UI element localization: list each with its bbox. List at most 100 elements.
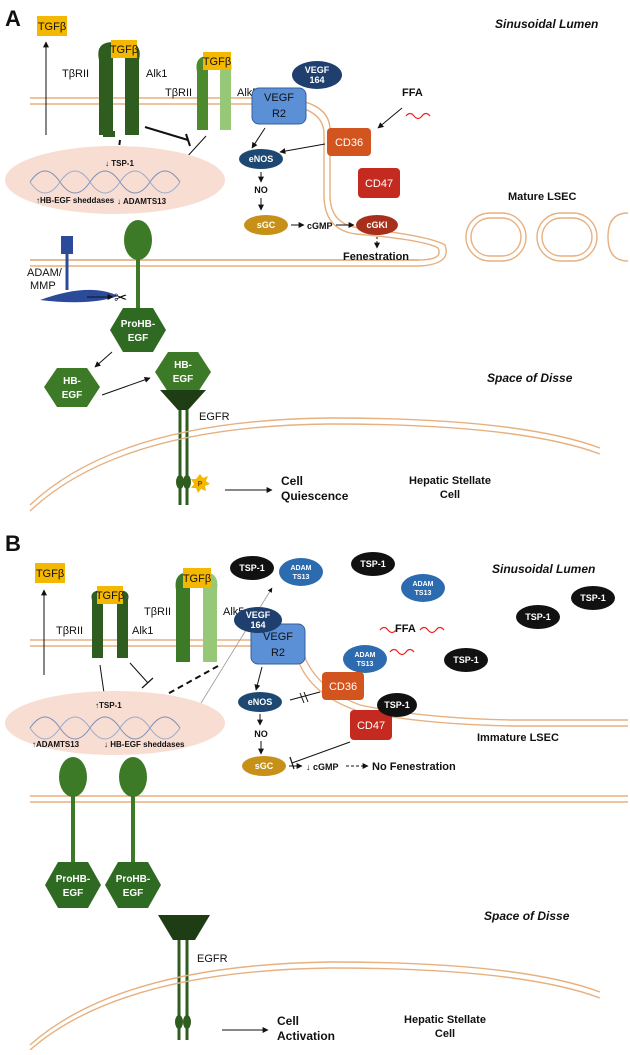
vegfr2-a <box>251 87 307 125</box>
shedding-arrow <box>94 351 113 368</box>
egfr-b-label: EGFR <box>197 953 228 965</box>
cd36-b-block-bar-2 <box>303 691 309 703</box>
tsp1-b-3-label: TSP-1 <box>580 593 606 603</box>
outcome-b-line1: Cell <box>277 1014 299 1028</box>
hsc-b-line2: Cell <box>435 1028 455 1040</box>
tsp1-b-4: TSP-1 <box>516 605 560 629</box>
panel-a-letter: A <box>5 6 21 31</box>
tbrii-2-b-receptor <box>175 572 190 662</box>
ffa-b-squiggle-1 <box>379 626 397 634</box>
vegf164-b-line2: 164 <box>250 620 265 630</box>
prohbegf-a-line1: ProHB- <box>121 319 155 330</box>
dna-strand-2 <box>29 170 181 194</box>
ffa-b-squiggle-2 <box>419 626 445 634</box>
adamts13-b-1-line1: ADAM <box>291 565 312 572</box>
adamts13-down-a: ↓ ADAMTS13 <box>117 197 167 206</box>
phospho-label: P <box>198 481 203 488</box>
cgki-a <box>356 215 398 235</box>
cd47-inhibit <box>291 741 351 764</box>
hbegf-sheddases-down-b: ↓ HB-EGF sheddases <box>104 740 185 749</box>
tsp1-up-b: ↑TSP-1 <box>95 701 122 710</box>
cgki-a-label: cGKI <box>366 220 387 230</box>
cd47-b-label: CD47 <box>357 720 385 732</box>
fenestra-ring-3 <box>607 212 629 262</box>
sgc-a-label: sGC <box>257 220 276 230</box>
tgfb-bound-b1-label: TGFβ <box>96 590 124 602</box>
tsp1-b-2: TSP-1 <box>351 552 395 576</box>
adamts13-b-3: ADAMTS13 <box>343 645 387 673</box>
cd47-a-label: CD47 <box>365 178 393 190</box>
sinusoidal-lumen-b-label: Sinusoidal Lumen <box>492 562 595 576</box>
adamts13-b-2: ADAM TS13 <box>401 574 445 602</box>
alk1-receptor <box>125 42 140 135</box>
ffa-to-cd36-arrow <box>377 107 403 129</box>
nucleus-a <box>5 146 225 214</box>
vegf164-b <box>234 607 282 633</box>
prohbegf-b2-head <box>119 757 147 797</box>
cd47-a <box>358 168 400 198</box>
fenestra-ring-1-inner <box>470 217 522 257</box>
tsp1-b-5: TSP-1 <box>444 648 488 672</box>
no-a-label: NO <box>254 185 268 195</box>
nucleus-b <box>5 691 225 755</box>
immature-lsec-label: Immature LSEC <box>477 732 559 744</box>
ffa-b-label: FFA <box>395 623 416 635</box>
hbegf-bound-line2: EGF <box>173 374 194 385</box>
adamts13-b-2-line1: ADAM <box>413 581 434 588</box>
ffa-b-squiggle-3 <box>389 648 415 656</box>
tgfb-free <box>37 16 67 36</box>
tgfb-bound-2 <box>203 52 231 70</box>
hsc-membrane-a-inner <box>29 423 601 512</box>
no-fenestration-label: No Fenestration <box>372 761 456 773</box>
tgfb-bound-2-label: TGFβ <box>203 56 231 68</box>
alk1-b-inhibit <box>129 662 149 684</box>
sgc-b-label: sGC <box>255 761 274 771</box>
tbrii-2-receptor <box>196 56 208 130</box>
vegfr2-b-line2: R2 <box>271 647 285 659</box>
cd36-a-label: CD36 <box>335 137 363 149</box>
egfr-a-head <box>160 390 206 410</box>
cd47-inhibit-bar <box>289 756 295 770</box>
enos-b <box>238 692 282 712</box>
lsec-membrane-inner <box>30 103 440 261</box>
vegf164-a-line1: VEGF <box>305 65 330 75</box>
cd36-to-enos-arrow <box>279 143 326 155</box>
hsc-membrane-a-outer <box>29 417 601 506</box>
outcome-a-line2: Quiescence <box>281 489 349 503</box>
cd36-b-block-bar-1 <box>299 692 305 704</box>
alk5-b-receptor <box>203 572 218 662</box>
tsp1-b-6-label: TSP-1 <box>384 700 410 710</box>
tbrii-1-label: TβRII <box>62 68 89 80</box>
alk1-label: Alk1 <box>146 68 167 80</box>
sgc-b <box>242 756 286 776</box>
space-of-disse-b: Space of Disse <box>484 909 570 923</box>
tbrii-2-label: TβRII <box>165 87 192 99</box>
adamts13-b-2-line2: TS13 <box>415 590 432 597</box>
tgfb-bound-b1 <box>97 586 123 604</box>
tsp1-b-2-label: TSP-1 <box>360 559 386 569</box>
enos-b-label: eNOS <box>248 697 273 707</box>
sinusoidal-lumen-label: Sinusoidal Lumen <box>495 17 598 31</box>
prohbegf-b1-line1: ProHB- <box>56 874 90 885</box>
prohbegf-a-line2: EGF <box>128 333 149 344</box>
cgmp-down-b: ↓ cGMP <box>306 762 339 772</box>
hsc-membrane-b-outer <box>29 961 601 1046</box>
vegfr2-to-enos-arrow <box>251 127 266 149</box>
tsp1-b-1: TSP-1 <box>230 556 274 580</box>
dna-b-strand-1 <box>29 716 181 740</box>
vegfr2-b-line1: VEGF <box>263 631 293 643</box>
prohbegf-b1-head <box>59 757 87 797</box>
alk1-inhibition-bar <box>185 133 191 147</box>
tgfb-free-b <box>35 563 65 583</box>
enos-a-label: eNOS <box>249 154 274 164</box>
outcome-a-line1: Cell <box>281 474 303 488</box>
fenestration-label: Fenestration <box>343 251 409 263</box>
tbrii-1-receptor <box>98 42 113 135</box>
hbegf-sheddases-up-a: ↑HB-EGF sheddases <box>36 196 115 205</box>
egfr-b-head <box>158 915 210 940</box>
vegf164-a <box>292 61 342 89</box>
egfr-a-domain-1 <box>176 475 184 489</box>
prohbegf-a-head <box>124 220 152 260</box>
adam-mmp-line2: MMP <box>30 280 56 292</box>
